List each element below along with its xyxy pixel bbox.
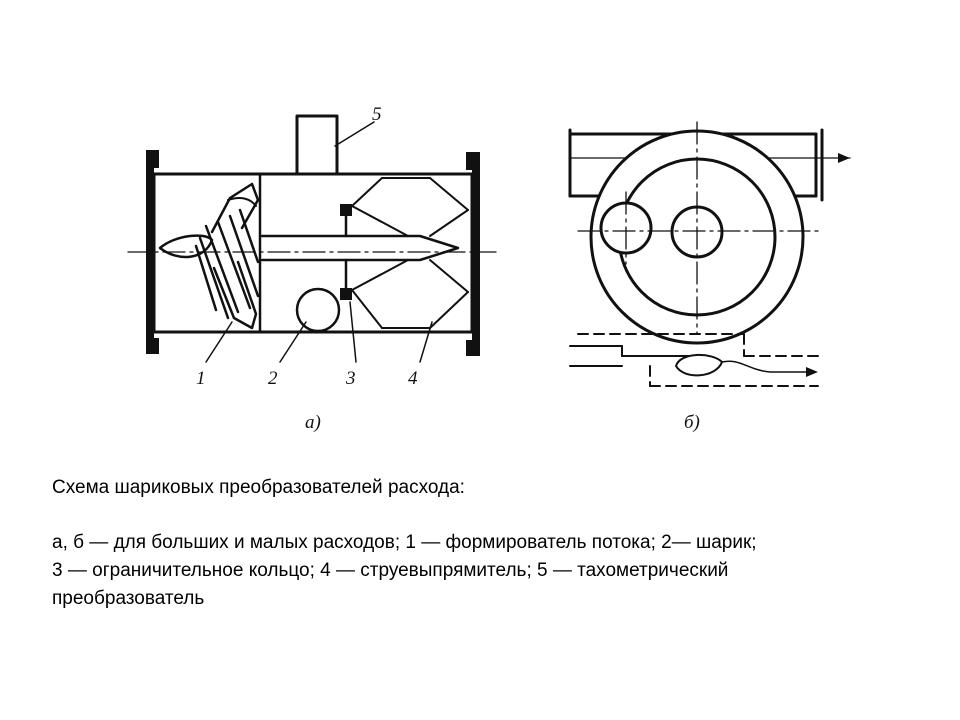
label-4: 4 — [408, 368, 418, 389]
central-rod — [260, 234, 460, 262]
caption-line-1: а, б — для больших и малых расходов; 1 —… — [52, 532, 757, 553]
restriction-ring — [340, 204, 352, 300]
label-2: 2 — [268, 368, 278, 389]
caption-b: б) — [684, 412, 700, 433]
label-1: 1 — [196, 368, 206, 389]
ball-flow-transducer-diagram: 1 2 3 4 5 а) б) — [127, 104, 851, 433]
flow-former — [158, 182, 260, 330]
caption-line-2: 3 — ограничительное кольцо; 4 — струевып… — [52, 560, 729, 581]
caption-title: Схема шариковых преобразователей расхода… — [52, 477, 465, 498]
caption-line-3: преобразователь — [52, 588, 205, 609]
label-3: 3 — [345, 368, 356, 389]
tachometric-sensor — [295, 114, 339, 176]
caption-a: а) — [305, 412, 321, 433]
schematic-a — [127, 114, 497, 363]
schematic-b — [568, 121, 851, 387]
ball — [295, 287, 341, 333]
label-5: 5 — [372, 104, 382, 125]
figure-caption: Схема шариковых преобразователей расхода… — [52, 474, 912, 613]
flow-straightener — [351, 177, 469, 329]
